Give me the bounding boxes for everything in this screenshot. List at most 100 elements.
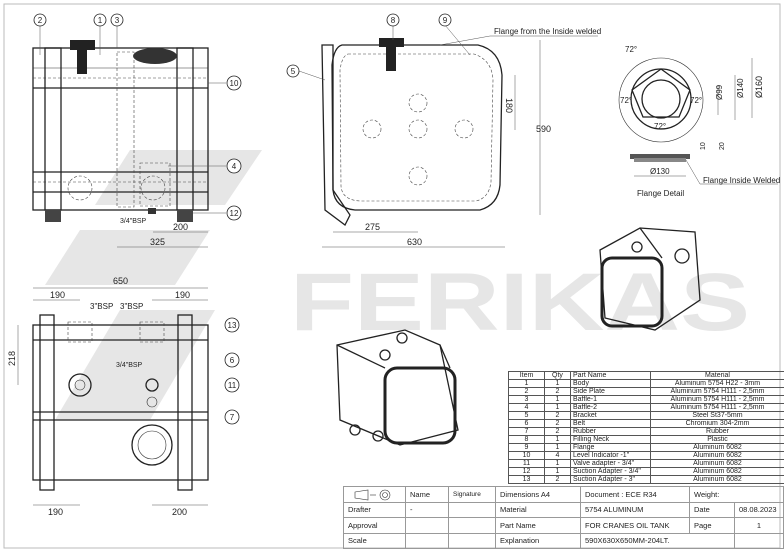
item-cell: 6 [508, 419, 545, 428]
page-value: 1 [734, 517, 784, 534]
explanation-extra [734, 532, 784, 549]
material-cell: Aluminum 6082 [650, 467, 784, 476]
item-cell: 8 [508, 435, 545, 444]
ferikas-logo-watermark: FERIKAS [45, 150, 750, 420]
height-20: 20 [719, 142, 726, 150]
flange-welded-note: Flange from the Inside welded [494, 27, 601, 36]
balloon-label: 1 [98, 16, 103, 25]
material-cell: Aluminum 5754 H22 - 3mm [650, 379, 784, 388]
dimensions: Dimensions A4 [495, 486, 581, 503]
balloon-label: 4 [232, 162, 237, 171]
qty-cell: 1 [544, 435, 571, 444]
balloon-7: 7 [224, 409, 240, 425]
dia-160: Ø160 [754, 76, 764, 98]
item-cell: 1 [508, 379, 545, 388]
part-name-cell: Level Indicator -1" [570, 451, 651, 460]
balloon-label: 5 [291, 67, 296, 76]
balloon-11: 11 [224, 377, 240, 393]
scale-signature [448, 532, 496, 549]
balloon-label: 10 [230, 79, 239, 88]
drafter-name: - [405, 501, 449, 518]
isometric-view-right [599, 227, 701, 331]
approval-signature [448, 517, 496, 534]
qty-cell: 2 [544, 419, 571, 428]
balloon-label: 12 [230, 209, 239, 218]
material-cell: Aluminum 6082 [650, 475, 784, 484]
item-cell: 9 [508, 443, 545, 452]
dia-140: Ø140 [736, 78, 745, 98]
document: Document : ECE R34 [580, 486, 690, 503]
qty-cell: 1 [544, 379, 571, 388]
date-value: 08.08.2023 [734, 501, 784, 518]
balloon-10: 10 [226, 75, 242, 91]
part-name-cell: Suction Adapter - 3" [570, 475, 651, 484]
item-cell: 4 [508, 403, 545, 412]
qty-cell: 2 [544, 411, 571, 420]
bsp-label: 3/4"BSP [120, 218, 147, 225]
approval-label: Approval [343, 517, 406, 534]
angle-label: 72° [690, 96, 702, 105]
material-cell: Plastic [650, 435, 784, 444]
height-10: 10 [700, 142, 707, 150]
part-name-cell: Suction Adapter - 3/4" [570, 467, 651, 476]
balloon-label: 9 [443, 16, 448, 25]
balloon-3: 3 [110, 13, 124, 27]
signature-header: Signature [448, 486, 496, 503]
front-view: 3/4"BSP 200 325 2 1 3 10 4 12 [32, 13, 242, 248]
weight: Weight: [689, 486, 784, 503]
dia-99: Ø99 [715, 84, 724, 100]
dia-130: Ø130 [650, 167, 670, 176]
dim-275: 275 [365, 222, 380, 232]
balloon-9: 9 [438, 13, 452, 27]
part-name-label: Part Name [495, 517, 581, 534]
isometric-view-middle [336, 329, 459, 446]
name-header: Name [405, 486, 449, 503]
scale-name [405, 532, 449, 549]
balloon-2: 2 [33, 13, 47, 27]
balloon-label: 2 [38, 16, 43, 25]
item-cell: 13 [508, 475, 545, 484]
explanation-value: 590X630X650MM-204LT. [580, 532, 735, 549]
balloon-12: 12 [226, 205, 242, 221]
material-cell: Aluminum 5754 H111 - 2,5mm [650, 395, 784, 404]
angle-label: 72° [654, 122, 666, 131]
bsp-3in-left: 3"BSP [90, 302, 113, 311]
drafter-signature [448, 501, 496, 518]
part-name-cell: Belt [570, 419, 651, 428]
qty-cell: 1 [544, 403, 571, 412]
qty-cell: 1 [544, 395, 571, 404]
title-block: Name Signature Dimensions A4 Document : … [343, 486, 784, 549]
dim-325: 325 [150, 237, 165, 247]
dim-180: 180 [504, 98, 514, 113]
part-name-cell: Baffle-2 [570, 403, 651, 412]
qty-cell: 2 [544, 387, 571, 396]
item-cell: 10 [508, 451, 545, 460]
qty-cell: 1 [544, 467, 571, 476]
item-cell: 11 [508, 459, 545, 468]
balloon-4: 4 [226, 158, 242, 174]
qty-cell: 1 [544, 459, 571, 468]
material-cell: Aluminum 6082 [650, 443, 784, 452]
balloon-label: 7 [230, 413, 235, 422]
material-cell: Rubber [650, 427, 784, 436]
flange-inside-welded-note: Flange Inside Welded [703, 176, 780, 185]
dim-190-bottom: 190 [48, 507, 63, 517]
date-label: Date [689, 501, 735, 518]
part-name-cell: Baffle-1 [570, 395, 651, 404]
dim-218: 218 [7, 351, 17, 366]
qty-cell: 2 [544, 475, 571, 484]
balloon-8: 8 [386, 13, 400, 27]
material-cell: Aluminum 6082 [650, 451, 784, 460]
angle-label: 72° [620, 96, 632, 105]
page-label: Page [689, 517, 735, 534]
